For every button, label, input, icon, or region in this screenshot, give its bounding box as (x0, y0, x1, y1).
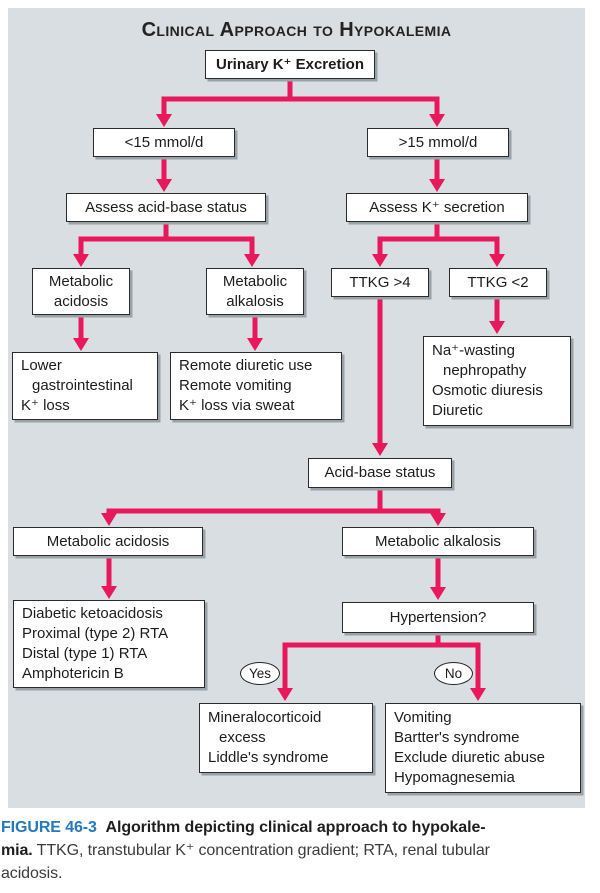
node-vomiting-bartters: Vomiting Bartter's syndrome Exclude diur… (385, 703, 581, 793)
node-ttkg-lt-2: TTKG <2 (449, 268, 547, 297)
node-label: Acid-base status (324, 464, 436, 481)
node-line: excess (219, 729, 266, 746)
caption-line-3: acidosis. (1, 865, 63, 882)
node-line: Osmotic diuresis (432, 382, 543, 399)
branch-label-no: No (434, 662, 473, 685)
node-over-15-mmol: >15 mmol/d (367, 128, 509, 157)
branch-label-text: Yes (248, 666, 272, 681)
node-line: acidosis (53, 292, 109, 310)
node-assess-acid-base-status: Assess acid-base status (66, 193, 266, 222)
node-assess-k-secretion: Assess K⁺ secretion (346, 193, 528, 222)
node-line: Na⁺-wasting (432, 342, 515, 359)
node-na-wasting-nephropathy: Na⁺-wasting nephropathy Osmotic diuresis… (423, 336, 571, 426)
caption-line-2: mia. TTKG, transtubular K⁺ concentration… (1, 839, 599, 862)
node-line: nephropathy (443, 362, 527, 379)
node-metabolic-acidosis-2: Metabolic acidosis (13, 527, 203, 556)
node-metabolic-alkalosis-2: Metabolic alkalosis (342, 527, 534, 556)
node-line: Bartter's syndrome (394, 729, 520, 746)
node-line: K⁺ loss via sweat (179, 397, 295, 414)
node-mineralocorticoid-excess: Mineralocorticoid excess Liddle's syndro… (199, 703, 373, 773)
node-urinary-k-excretion: Urinary K⁺ Excretion (205, 50, 375, 79)
node-line: Vomiting (394, 709, 452, 726)
node-line: Lower (21, 357, 62, 374)
caption-bold-title-cont: mia. (1, 842, 33, 859)
node-label: Metabolic acidosis (46, 532, 170, 550)
node-label: Urinary K⁺ Excretion (216, 55, 364, 73)
caption-bold-title: Algorithm depicting clinical approach to… (105, 819, 486, 836)
node-remote-diuretic-vomiting-sweat: Remote diuretic use Remote vomiting K⁺ l… (170, 352, 342, 420)
node-acid-base-status: Acid-base status (308, 458, 452, 488)
caption-line-1: FIGURE 46-3 Algorithm depicting clinical… (1, 816, 599, 839)
node-line: Distal (type 1) RTA (22, 645, 148, 662)
node-line: Exclude diuretic abuse (394, 749, 545, 766)
node-line: Remote vomiting (179, 377, 292, 394)
node-line: K⁺ loss (21, 397, 70, 414)
node-lower-gi-k-loss: Lower gastrointestinal K⁺ loss (12, 352, 158, 420)
node-line: gastrointestinal (32, 377, 133, 394)
flowchart-panel: Clinical Approach to Hypokalemia Urinary… (8, 8, 585, 808)
node-under-15-mmol: <15 mmol/d (93, 128, 235, 157)
node-diabetic-ketoacidosis-rta: Diabetic ketoacidosis Proximal (type 2) … (13, 600, 205, 688)
node-label: TTKG <2 (467, 273, 529, 291)
node-line: Liddle's syndrome (208, 749, 329, 766)
node-line: Hypomagnesemia (394, 769, 515, 786)
branch-label-text: No (444, 666, 463, 681)
node-ttkg-gt-4: TTKG >4 (331, 268, 429, 297)
node-label: Assess K⁺ secretion (369, 198, 505, 216)
node-label: TTKG >4 (349, 273, 411, 291)
node-line: alkalosis (226, 292, 284, 310)
node-line: Metabolic (222, 272, 288, 290)
node-label: <15 mmol/d (124, 133, 204, 151)
node-line: Amphotericin B (22, 665, 124, 682)
figure-caption: FIGURE 46-3 Algorithm depicting clinical… (1, 816, 599, 885)
node-line: Remote diuretic use (179, 357, 313, 374)
node-line: Metabolic (48, 272, 114, 290)
node-line: Diabetic ketoacidosis (22, 605, 163, 622)
figure-number-label: FIGURE 46-3 (1, 819, 97, 836)
node-line: Proximal (type 2) RTA (22, 625, 169, 642)
node-label: Hypertension? (389, 608, 487, 626)
node-label: >15 mmol/d (398, 133, 478, 151)
node-metabolic-acidosis-1: Metabolic acidosis (32, 268, 130, 315)
node-hypertension: Hypertension? (342, 602, 534, 633)
node-label: Metabolic alkalosis (375, 532, 501, 550)
chart-title: Clinical Approach to Hypokalemia (141, 19, 452, 41)
caption-abbreviations: TTKG, transtubular K⁺ concentration grad… (32, 842, 490, 859)
node-label: Assess acid-base status (85, 198, 247, 216)
node-line: Mineralocorticoid (208, 709, 322, 726)
node-line: Diuretic (432, 402, 483, 419)
branch-label-yes: Yes (240, 662, 280, 685)
node-metabolic-alkalosis-1: Metabolic alkalosis (206, 268, 304, 315)
